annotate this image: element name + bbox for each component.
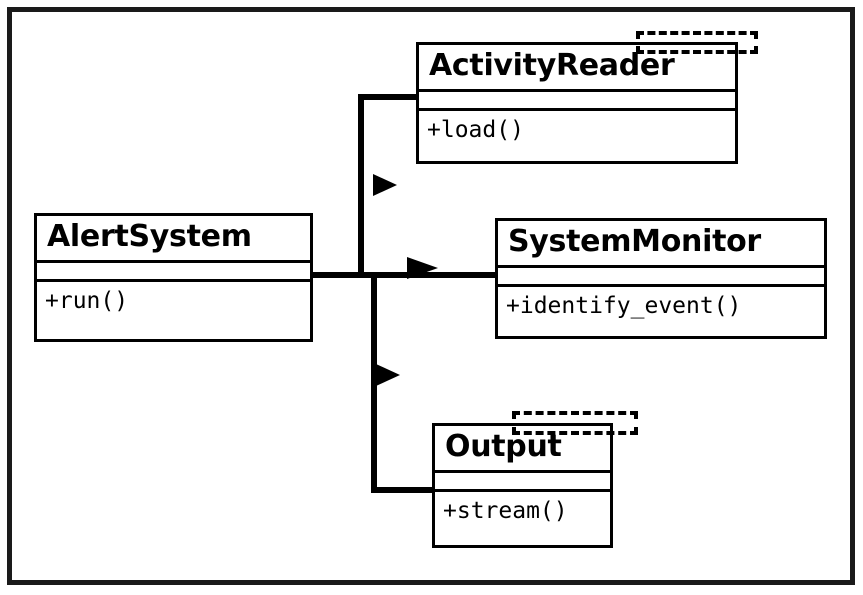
arrowhead-activityreader [373,174,397,196]
arrowhead-systemmonitor [407,257,438,279]
class-methods-systemmonitor: +identify_event() [498,284,824,327]
class-box-systemmonitor[interactable]: SystemMonitor +identify_event() [495,218,827,339]
arrowhead-output [376,364,400,386]
class-methods-activityreader: +load() [419,108,735,151]
class-methods-output: +stream() [435,489,610,532]
class-methods-alertsystem: +run() [37,279,310,322]
class-name-activityreader: ActivityReader [429,48,675,83]
class-attributes-activityreader [419,89,735,108]
class-box-output[interactable]: Output +stream() [432,423,613,548]
class-box-activityreader[interactable]: ActivityReader +load() [416,42,738,164]
class-box-alertsystem[interactable]: AlertSystem +run() [34,213,313,342]
class-name-systemmonitor: SystemMonitor [508,224,761,259]
class-attributes-systemmonitor [498,265,824,284]
class-attributes-alertsystem [37,260,310,279]
class-name-output: Output [445,429,562,464]
class-name-alertsystem: AlertSystem [47,219,252,254]
class-attributes-output [435,470,610,489]
